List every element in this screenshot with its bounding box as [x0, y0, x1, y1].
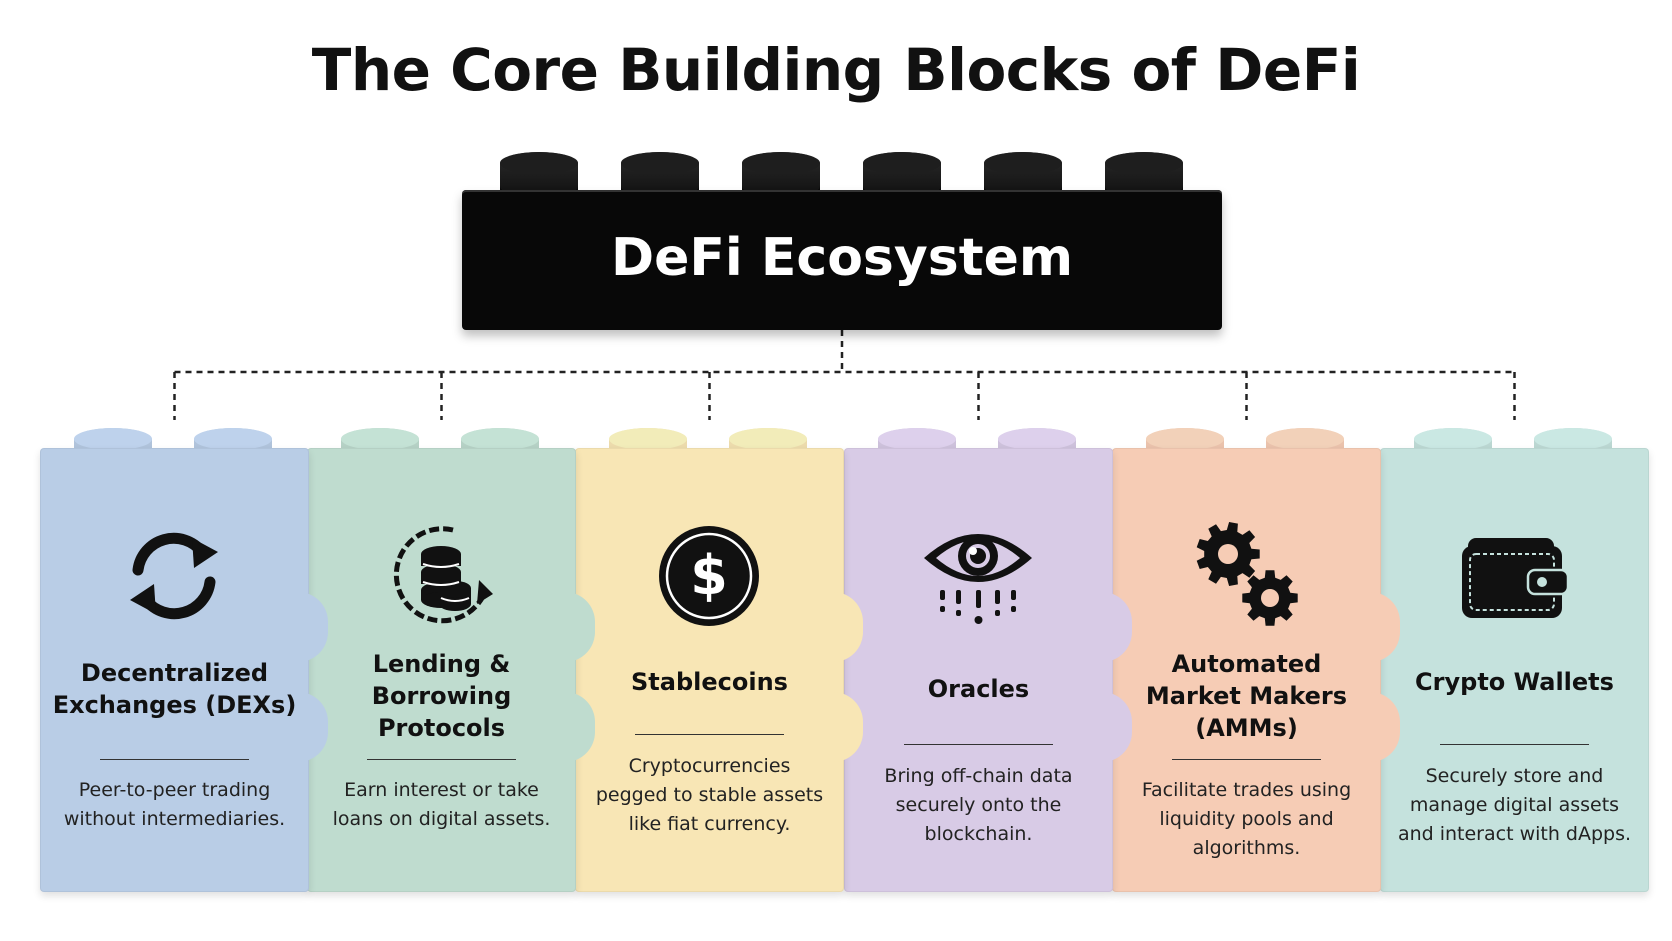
- gears-icon: [1186, 516, 1306, 636]
- block-divider: [100, 759, 249, 760]
- block-description: Securely store and manage digital assets…: [1397, 765, 1632, 845]
- block-divider: [367, 759, 516, 760]
- block-divider: [1172, 759, 1321, 760]
- block-title: Lending & Borrowing Protocols: [371, 650, 512, 742]
- block-description: Earn interest or take loans on digital a…: [332, 779, 551, 830]
- block-description: Peer-to-peer trading without intermediar…: [63, 779, 286, 830]
- coin-stack-cycle-icon: [381, 516, 501, 636]
- building-block: Decentralized Exchanges (DEXs) Peer-to-pe…: [40, 424, 328, 892]
- dollar-coin-icon: $: [649, 516, 769, 636]
- block-body: [307, 448, 576, 892]
- block-title: Decentralized Exchanges (DEXs): [52, 659, 297, 719]
- block-title: Stablecoins: [631, 668, 788, 696]
- block-body: [575, 448, 844, 892]
- block-description: Facilitate trades using liquidity pools …: [1141, 779, 1352, 859]
- block-divider: [904, 744, 1053, 745]
- building-block: Automated Market Makers (AMMs) Facilitate…: [1098, 424, 1400, 892]
- block-divider: [1440, 744, 1589, 745]
- diagram-title: The Core Building Blocks of DeFi: [311, 36, 1361, 104]
- block-description: Cryptocurrencies pegged to stable assets…: [595, 755, 824, 835]
- block-title: Oracles: [927, 675, 1030, 703]
- block-body: [40, 448, 309, 892]
- block-body: [1380, 448, 1649, 892]
- block-title: Automated Market Makers (AMMs): [1145, 650, 1348, 742]
- dashed-connector: [173, 330, 1516, 420]
- sync-arrows-icon: [114, 516, 234, 636]
- svg-text:$: $: [690, 544, 728, 607]
- brick-body: [462, 190, 1222, 330]
- block-title: Crypto Wallets: [1415, 668, 1614, 696]
- wallet-icon: [1454, 516, 1574, 636]
- block-body: [844, 448, 1113, 892]
- hub-label: DeFi Ecosystem: [610, 228, 1074, 288]
- defi-ecosystem-brick: DeFi Ecosystem: [462, 150, 1222, 330]
- block-description: Bring off-chain data securely onto the b…: [884, 765, 1073, 845]
- block-body: [1112, 448, 1381, 892]
- block-divider: [635, 734, 784, 735]
- eye-data-icon: [918, 516, 1038, 636]
